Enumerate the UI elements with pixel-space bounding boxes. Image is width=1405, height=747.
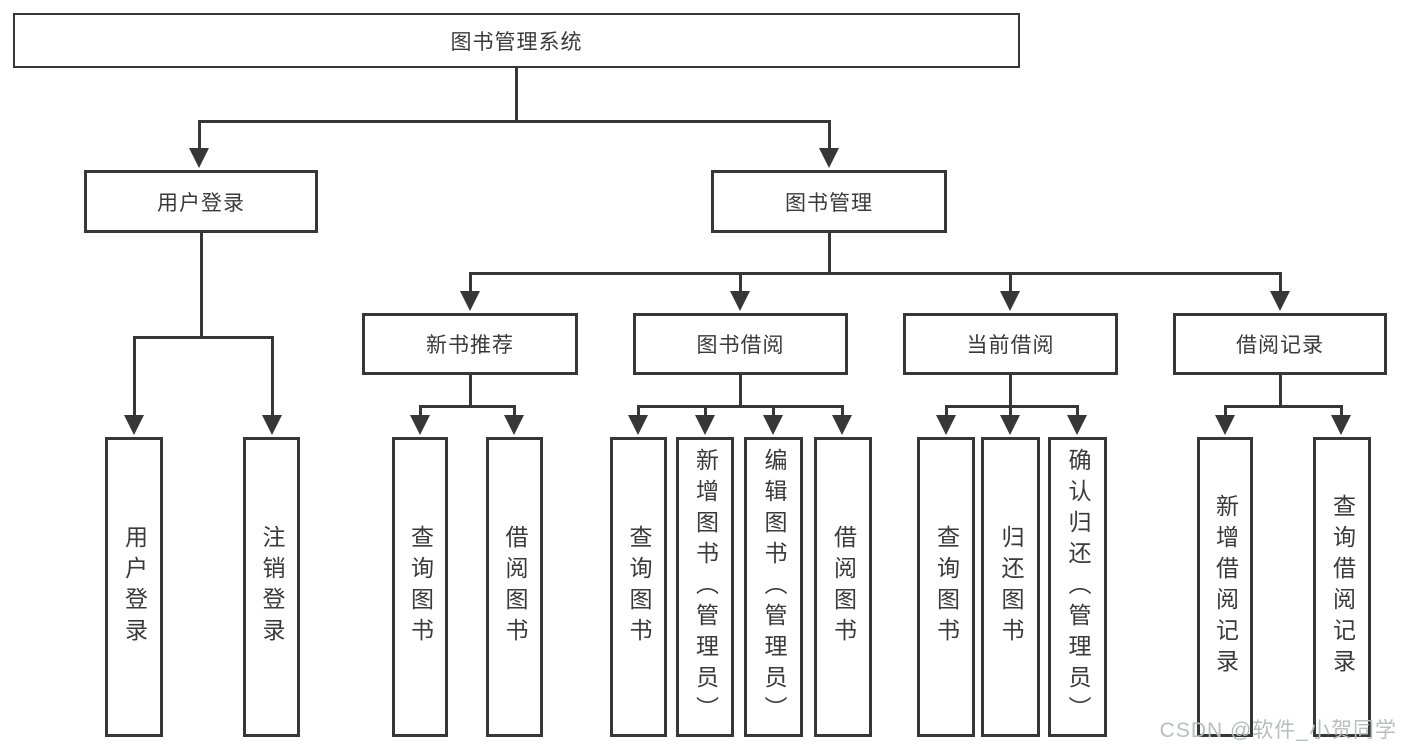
node-user-login: 用户登录 — [84, 170, 318, 233]
arrow-down-icon — [730, 291, 750, 311]
node-query-borrow-record: 查询借阅记录 — [1313, 437, 1371, 737]
connector-line — [513, 405, 516, 417]
node-label: 归还图书 — [998, 525, 1024, 649]
node-label: 新书推荐 — [426, 334, 514, 357]
node-label: 图书管理系统 — [450, 30, 583, 54]
connector-line — [1009, 375, 1012, 407]
node-label: 新增图书（管理员） — [692, 447, 719, 727]
arrow-down-icon — [832, 415, 852, 435]
node-return-books: 归还图书 — [981, 437, 1040, 737]
connector-line — [637, 405, 844, 408]
node-add-borrow-record: 新增借阅记录 — [1197, 437, 1253, 737]
node-label: 注销登录 — [259, 525, 285, 649]
connector-line — [828, 120, 831, 152]
connector-line — [133, 336, 274, 339]
node-label: 编辑图书（管理员） — [761, 447, 787, 727]
connector-line — [469, 375, 472, 407]
node-current-borrowing: 当前借阅 — [903, 313, 1118, 375]
node-edit-books-admin: 编辑图书（管理员） — [744, 437, 803, 737]
connector-line — [1009, 272, 1012, 293]
connector-line — [1279, 375, 1282, 407]
node-new-book-recommend: 新书推荐 — [362, 313, 578, 375]
node-label: 用户登录 — [157, 191, 245, 215]
node-label: 确认归还（管理员） — [1065, 447, 1091, 727]
arrow-down-icon — [262, 415, 282, 435]
node-label: 当前借阅 — [966, 334, 1055, 357]
arrow-down-icon — [819, 148, 839, 168]
connector-line — [133, 336, 136, 417]
arrow-down-icon — [628, 415, 648, 435]
connector-line — [515, 68, 518, 122]
node-borrow-books-1: 借阅图书 — [486, 437, 543, 737]
connector-line — [1009, 405, 1012, 417]
node-label: 查询借阅记录 — [1329, 494, 1356, 680]
arrow-down-icon — [1270, 291, 1290, 311]
connector-line — [739, 272, 742, 293]
node-query-books-3: 查询图书 — [917, 437, 975, 737]
node-borrow-books-2: 借阅图书 — [814, 437, 872, 737]
connector-line — [1076, 405, 1079, 417]
connector-line — [828, 233, 831, 274]
arrow-down-icon — [410, 415, 430, 435]
arrow-down-icon — [763, 415, 783, 435]
connector-line — [739, 375, 742, 407]
connector-line — [1224, 405, 1343, 408]
connector-line — [198, 120, 201, 152]
connector-line — [271, 336, 274, 417]
node-logout: 注销登录 — [243, 437, 300, 737]
connector-line — [198, 120, 831, 123]
node-label: 借阅图书 — [830, 525, 857, 649]
node-add-books-admin: 新增图书（管理员） — [676, 437, 734, 737]
node-query-books-2: 查询图书 — [610, 437, 667, 737]
arrow-down-icon — [1331, 415, 1351, 435]
arrow-down-icon — [1215, 415, 1235, 435]
node-label: 图书借阅 — [696, 334, 785, 357]
node-confirm-return-admin: 确认归还（管理员） — [1048, 437, 1107, 737]
connector-line — [704, 405, 707, 417]
node-library-system: 图书管理系统 — [13, 13, 1020, 68]
csdn-watermark: CSDN @软件_小贺同学 — [1159, 719, 1397, 742]
arrow-down-icon — [695, 415, 715, 435]
connector-line — [1340, 405, 1343, 417]
connector-line — [1279, 272, 1282, 293]
node-book-borrowing: 图书借阅 — [633, 313, 848, 375]
arrow-down-icon — [1067, 415, 1087, 435]
connector-line — [469, 272, 472, 293]
arrow-down-icon — [1000, 291, 1020, 311]
node-label: 查询图书 — [626, 525, 652, 649]
connector-line — [772, 405, 775, 417]
arrow-down-icon — [124, 415, 144, 435]
connector-line — [419, 405, 422, 417]
node-label: 用户登录 — [121, 525, 148, 649]
connector-line — [945, 405, 948, 417]
node-label: 查询图书 — [933, 525, 960, 649]
connector-line — [1224, 405, 1227, 417]
node-label: 借阅记录 — [1236, 334, 1324, 357]
node-label: 图书管理 — [785, 191, 873, 215]
node-borrowing-records: 借阅记录 — [1173, 313, 1387, 375]
connector-line — [637, 405, 640, 417]
node-label: 新增借阅记录 — [1212, 494, 1239, 680]
connector-line — [841, 405, 844, 417]
connector-line — [419, 405, 516, 408]
node-user-login-leaf: 用户登录 — [105, 437, 163, 737]
arrow-down-icon — [504, 415, 524, 435]
arrow-down-icon — [460, 291, 480, 311]
node-label: 借阅图书 — [502, 525, 528, 649]
node-query-books-1: 查询图书 — [392, 437, 448, 737]
node-label: 查询图书 — [407, 525, 434, 649]
node-book-management: 图书管理 — [711, 170, 947, 233]
connector-line — [469, 272, 1282, 275]
arrow-down-icon — [936, 415, 956, 435]
connector-line — [200, 233, 203, 338]
arrow-down-icon — [189, 148, 209, 168]
arrow-down-icon — [1000, 415, 1020, 435]
